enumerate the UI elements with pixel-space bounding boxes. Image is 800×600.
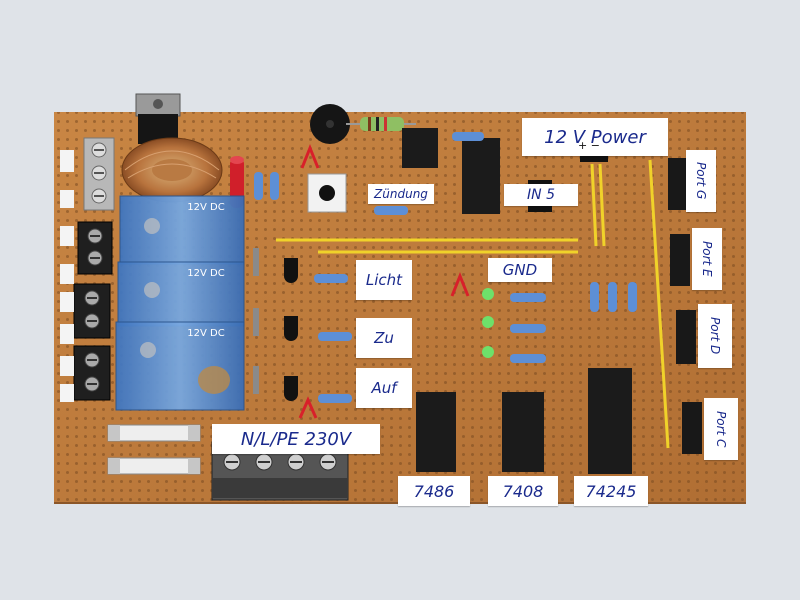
relay-marking-2: 12V DC (187, 267, 225, 279)
label-7408: 7408 (488, 476, 558, 506)
label-port-c: Port C (704, 398, 738, 460)
label-74245: 74245 (574, 476, 648, 506)
buzzer (310, 104, 350, 144)
transistors (284, 258, 298, 401)
yellow-wires (276, 159, 670, 449)
label-port-g: Port G (686, 150, 716, 212)
warning-marks (298, 143, 470, 419)
relay-marking-1: 12V DC (187, 201, 225, 213)
label-port-d: Port D (698, 304, 732, 368)
green-leds (482, 288, 494, 358)
left-terminals (60, 137, 115, 402)
port-headers (668, 158, 702, 454)
label-mains: N/L/PE 230V (212, 424, 380, 454)
resistors (254, 132, 637, 403)
label-licht: Licht (356, 260, 412, 300)
label-port-e: Port E (692, 228, 722, 290)
optocoupler (307, 173, 347, 213)
label-gnd: GND (488, 258, 552, 282)
label-12v-power: 12 V Power (522, 118, 668, 156)
label-polarity: + − (578, 138, 600, 152)
fuses (107, 424, 201, 475)
label-ic: IN 5 (504, 184, 578, 206)
label-zu: Zu (356, 318, 412, 358)
toroid-coil (121, 137, 223, 203)
ic-chips (402, 128, 632, 474)
label-auf: Auf (356, 368, 412, 408)
voltage-regulator (135, 93, 181, 144)
label-zuendung: Zündung (368, 184, 434, 204)
green-resistor (346, 117, 416, 131)
relays (115, 195, 245, 411)
relay-marking-3: 12V DC (187, 327, 225, 339)
label-7486: 7486 (398, 476, 470, 506)
diodes (253, 248, 259, 394)
